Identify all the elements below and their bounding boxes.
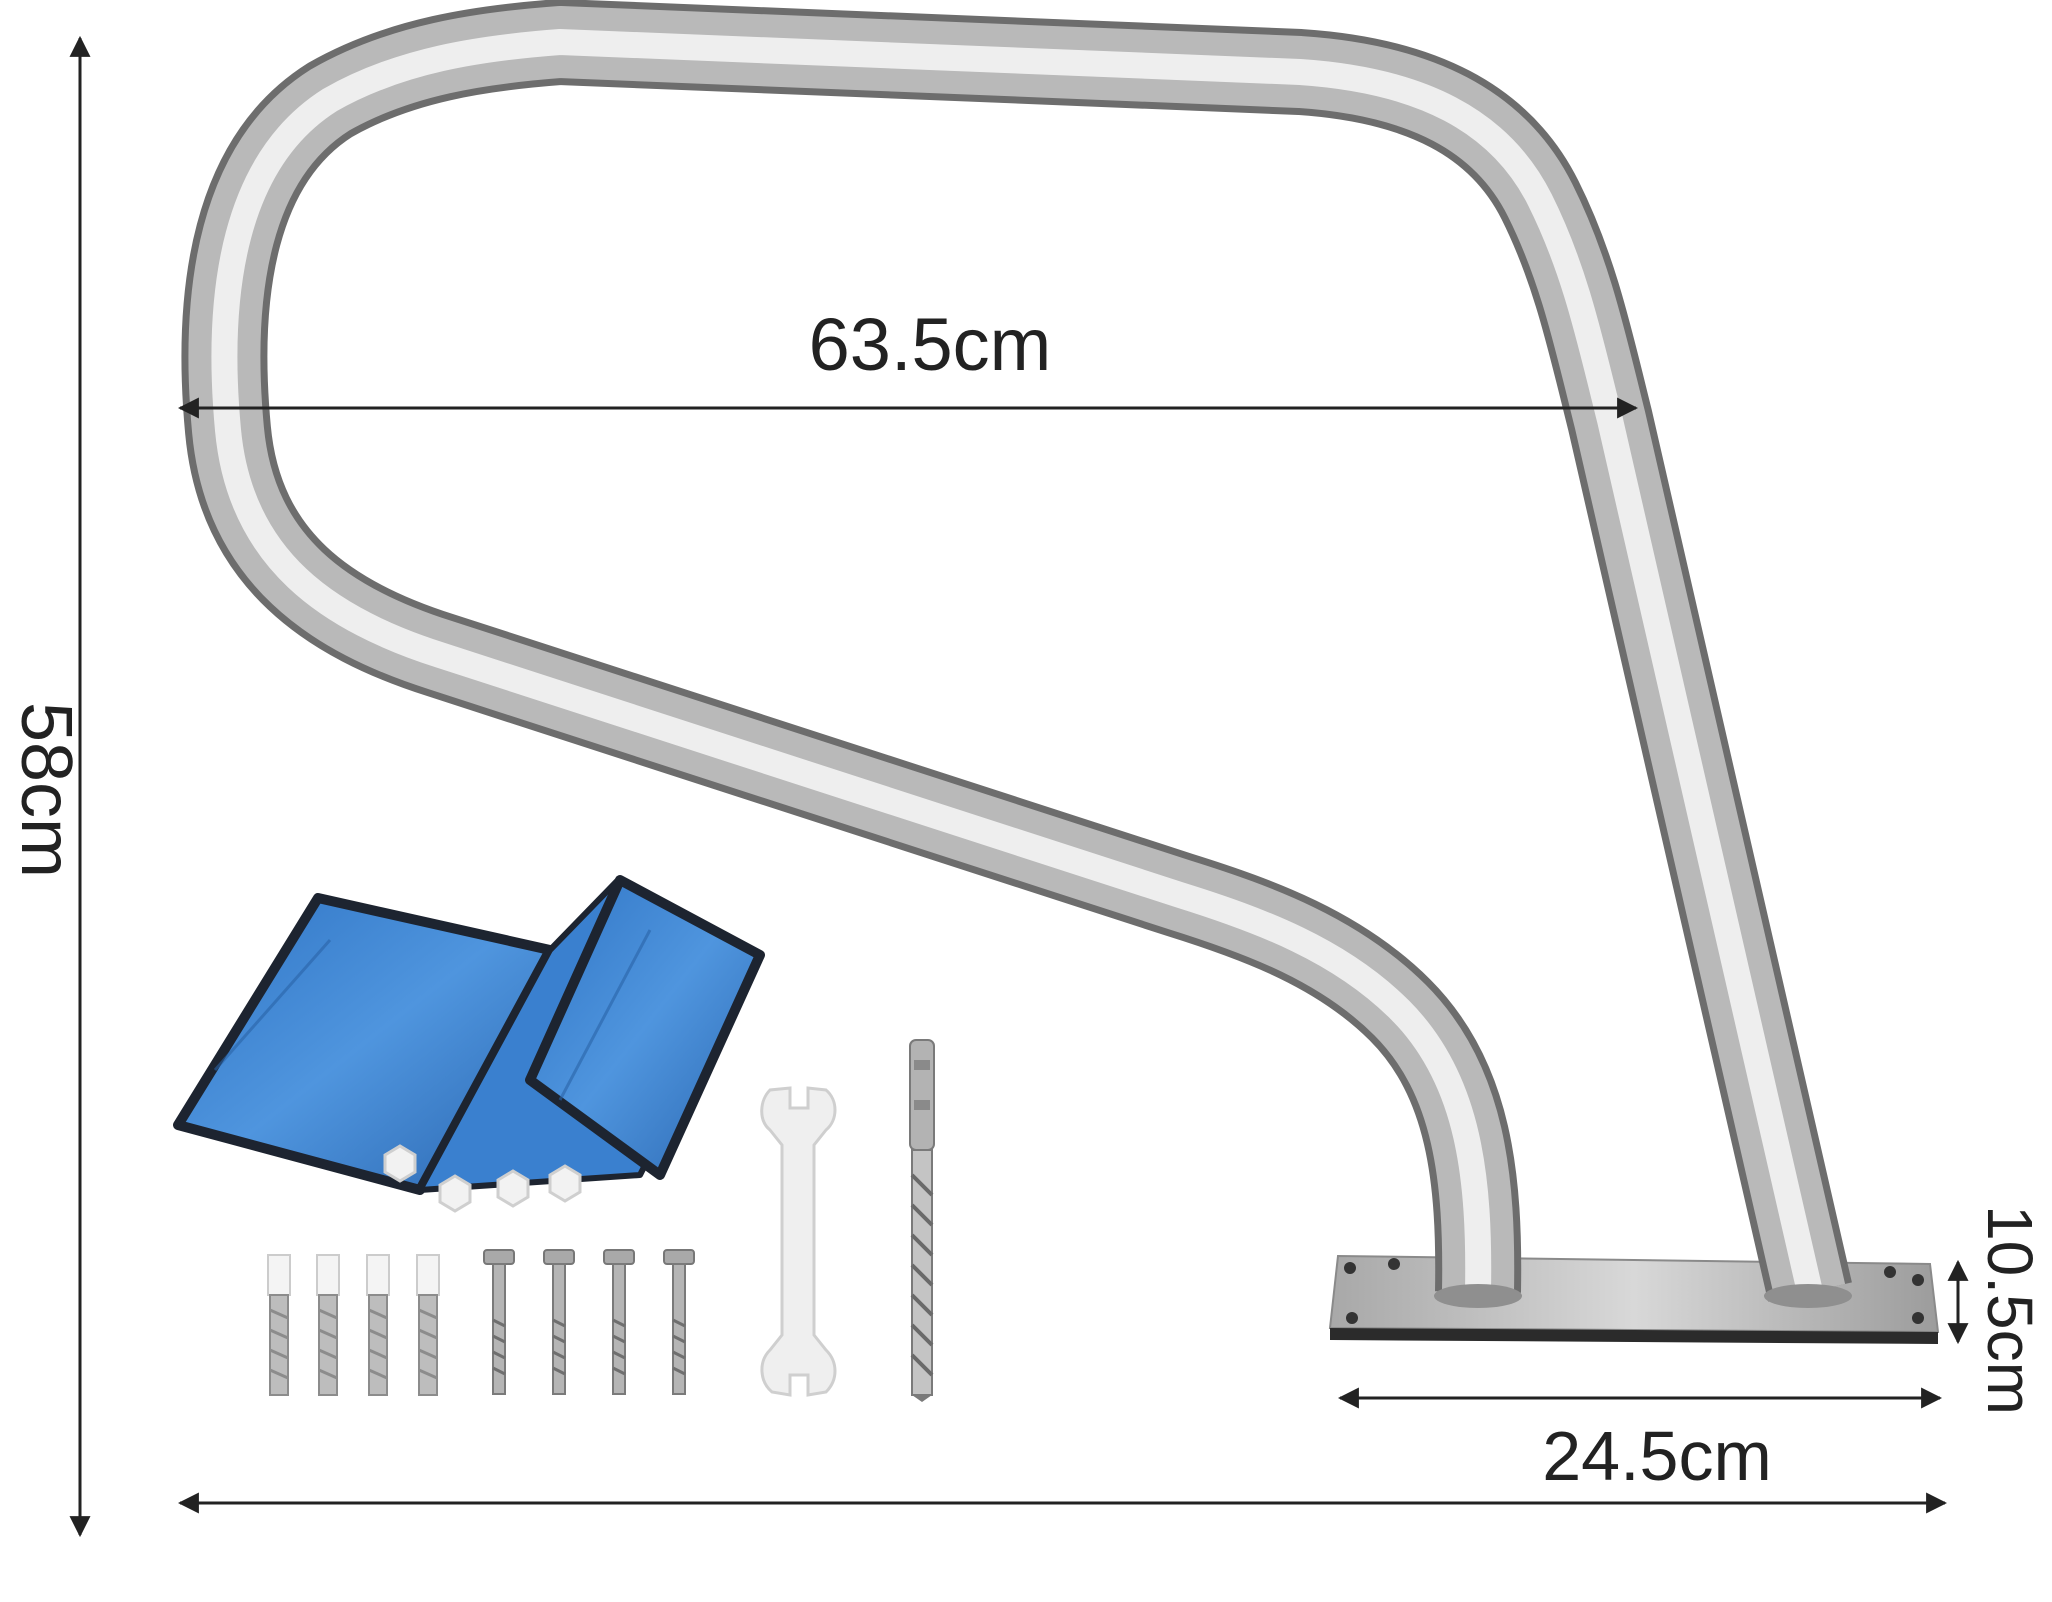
drill-bit-icon [909, 1039, 935, 1402]
pool-handrail [181, 0, 1940, 1344]
wrench-icon [760, 1086, 837, 1397]
accessories [173, 875, 935, 1402]
blue-foam-pad-icon [173, 875, 765, 1195]
plastic-cap-icon [383, 1144, 582, 1213]
dimension-lines [69, 35, 1969, 1538]
wall-anchor-icon [267, 1254, 440, 1396]
inner-width-label: 63.5cm [809, 303, 1052, 386]
base-length-label: 24.5cm [1542, 1417, 1772, 1495]
bolt-icon [483, 1249, 695, 1395]
height-label: 58cm [6, 702, 86, 878]
base-width-label: 10.5cm [1974, 1205, 2046, 1415]
